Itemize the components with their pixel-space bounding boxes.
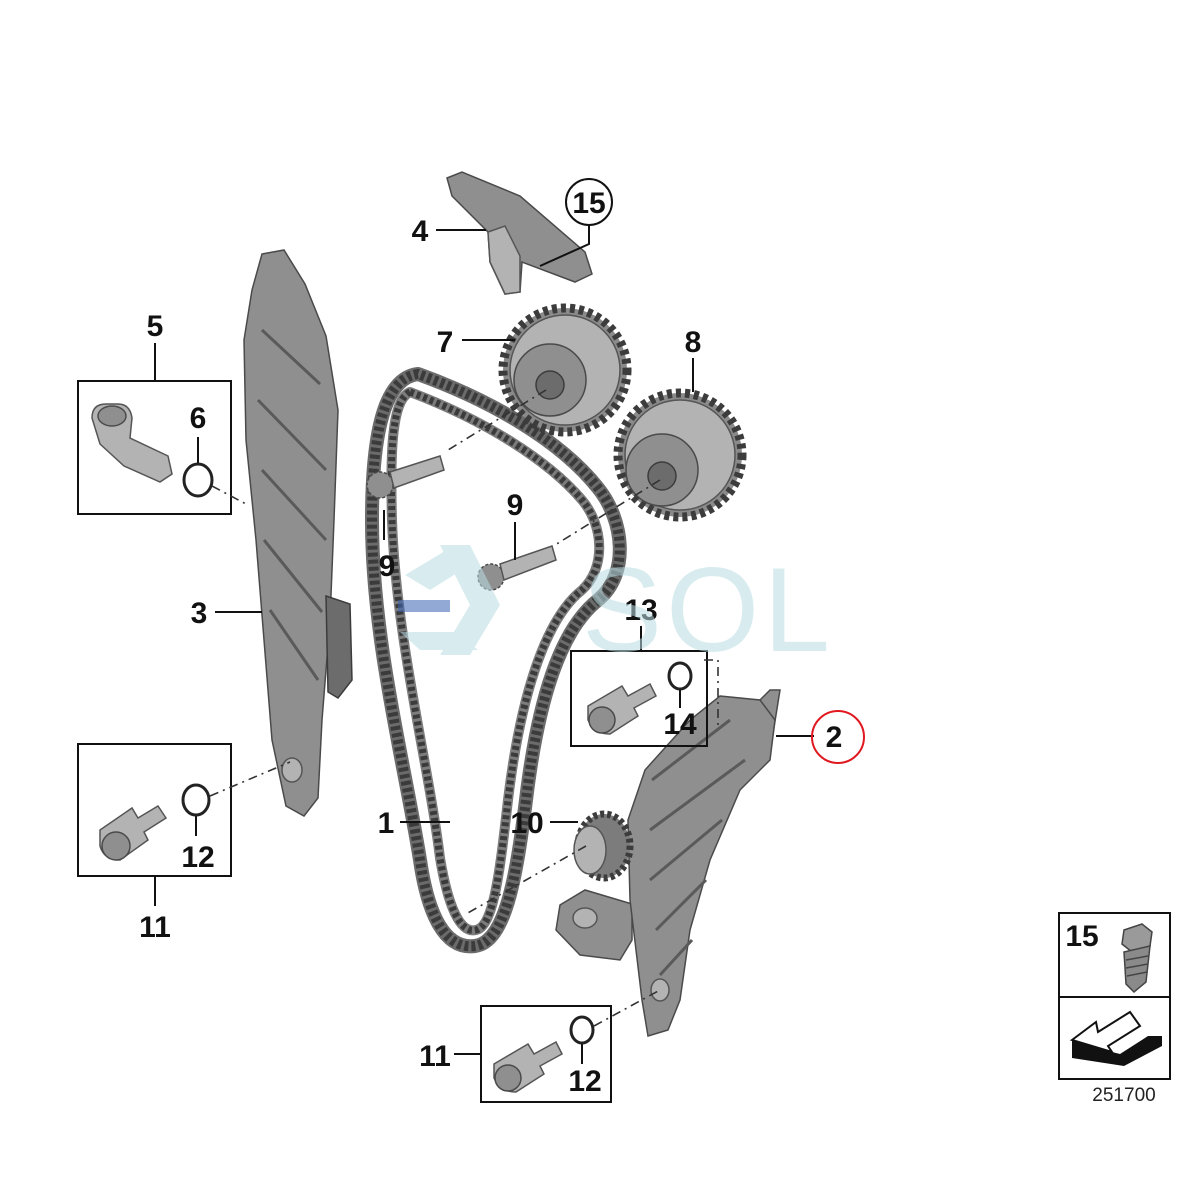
assembly-line-7 <box>447 389 547 451</box>
assembly-line-12-left <box>209 761 291 797</box>
guide-rail-part <box>555 689 781 1037</box>
flange-bolt-icon <box>1121 923 1153 994</box>
fastener-box-13 <box>570 650 708 747</box>
callout-7: 7 <box>437 326 454 359</box>
callout-14: 14 <box>663 708 697 741</box>
leader-line-15 <box>539 225 590 267</box>
sealing-ring-6 <box>182 462 214 498</box>
sealing-ring-12-left <box>181 783 211 817</box>
chain-tensioner-part <box>91 403 173 483</box>
timing-chain-part <box>365 367 627 954</box>
svg-text:15: 15 <box>572 187 605 220</box>
legend-box: 15 <box>1058 912 1171 1080</box>
sealing-ring-12-bottom <box>569 1015 595 1045</box>
callout-2-highlight-ring <box>811 710 865 764</box>
callout-11-left: 11 <box>139 911 171 944</box>
guide-pin-upper <box>366 455 445 499</box>
tensioner-box <box>77 380 232 515</box>
guide-pin-lower <box>477 545 557 591</box>
callout-3: 3 <box>191 597 208 630</box>
callout-9-lower: 9 <box>507 489 524 522</box>
bearing-bolt-bottom <box>493 1040 563 1093</box>
intake-camshaft-adjuster-part <box>498 303 632 437</box>
callout-12-left: 12 <box>181 841 214 874</box>
callout-9-upper: 9 <box>379 550 396 583</box>
watermark-text: SOL <box>582 543 834 677</box>
bearing-bolt-left <box>99 804 168 861</box>
callout-11-bottom: 11 <box>419 1040 451 1073</box>
sealing-ring-14 <box>667 661 693 691</box>
callout-10: 10 <box>510 807 543 840</box>
sol-watermark: SOL <box>398 543 834 677</box>
callout-1: 1 <box>378 807 395 840</box>
assembly-line-6 <box>211 485 247 505</box>
callout-13: 13 <box>624 594 657 627</box>
callout-2: 2 <box>826 721 843 754</box>
assembly-line-14 <box>704 659 719 730</box>
callout-6: 6 <box>190 402 207 435</box>
reference-number: 251700 <box>1092 1085 1155 1106</box>
crankshaft-sprocket-part <box>573 810 634 882</box>
callout-8: 8 <box>685 326 702 359</box>
upper-chain-guide-part <box>446 171 593 295</box>
callout-15-circled: 15 <box>565 178 613 226</box>
callout-5: 5 <box>147 310 164 343</box>
tensioner-rail-part <box>243 249 353 817</box>
bearing-bolt-13 <box>587 682 657 735</box>
exhaust-camshaft-adjuster-part <box>613 388 747 522</box>
assembly-line-10 <box>465 845 587 915</box>
callout-12-bottom: 12 <box>568 1065 601 1098</box>
arrow-icon <box>1069 1010 1162 1066</box>
legend-number: 15 <box>1065 920 1098 953</box>
callout-4: 4 <box>412 215 429 248</box>
